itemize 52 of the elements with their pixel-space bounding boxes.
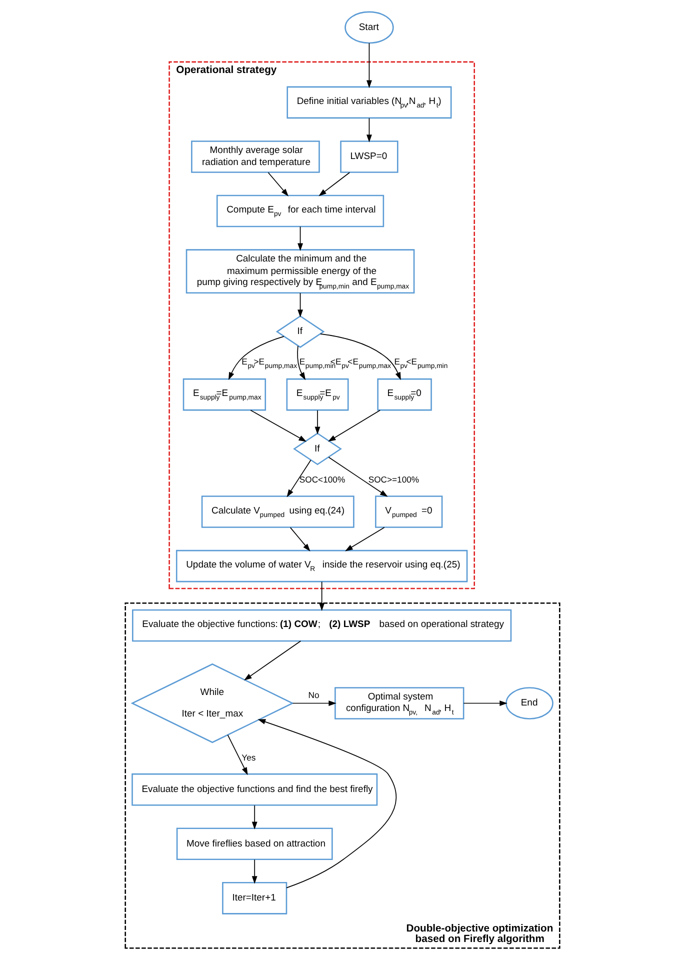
edge-label: SOC>=100% — [368, 474, 420, 484]
arrow — [298, 292, 303, 318]
node-box: Evaluate the objective functions and find the best firefly — [132, 773, 378, 806]
arrow — [328, 410, 380, 442]
node-box: Calculate the minimum and the maximum permissible energy of the pump giving respectively by E$_{pump,min}$ and E$_{pump,max}$ — [186, 249, 415, 294]
arrow — [292, 700, 336, 706]
node-box: V$_{pumped}$ =0 — [375, 496, 443, 528]
arrow — [366, 42, 372, 88]
arrow — [320, 333, 401, 380]
node-box: E$_{supply}$=E$_{pump,max}$ — [182, 378, 266, 411]
arrow — [252, 859, 258, 884]
arrow — [286, 460, 312, 498]
node-ellipse: Start — [344, 11, 394, 44]
node-diamond: If — [276, 315, 325, 348]
node-box: Move fireflies based on attraction — [176, 828, 333, 860]
node-diamond: While Iter < Iter_max — [130, 663, 294, 744]
edge-label: E$_{pv}$<E$_{pump,min}$ — [394, 356, 448, 370]
arrow — [258, 719, 397, 888]
node-box: Iter=Iter+1 — [222, 882, 288, 914]
arrow — [345, 526, 385, 552]
node-box: E$_{supply}$=0 — [377, 378, 432, 411]
arrow — [252, 804, 258, 830]
arrow — [268, 172, 289, 196]
node-box: Compute E$_{pv}$ for each time interval — [216, 194, 384, 228]
node-box: LWSP=0 — [340, 140, 398, 173]
node-ellipse: End — [506, 687, 554, 720]
edge-label: SOC<100% — [299, 474, 346, 484]
arrow — [244, 640, 302, 680]
arrow — [297, 345, 306, 380]
node-box: Update the volume of water V$_{R}$ inside the reservoir using eq.(25) — [176, 550, 468, 582]
node-box: Define initial variables (N$_{pv}$,N$_{ad}$, H$_{t}$) — [286, 86, 452, 119]
arrow — [290, 527, 310, 552]
edge-label: E$_{pump,min}$<E$_{pv}$<E$_{pump,max}$ — [299, 356, 391, 370]
node-diamond: If — [293, 432, 342, 466]
edge-label: No — [308, 690, 320, 700]
node-box: Monthly average solar radiation and temperature — [191, 140, 320, 173]
edge-label: E$_{pv}$>E$_{pump,max}$ — [242, 356, 298, 370]
arrow — [314, 410, 320, 435]
arrow — [366, 118, 372, 142]
arrow — [228, 336, 284, 380]
arrow — [250, 410, 307, 442]
node-box: Evaluate the objective functions: (1) COW; (2) LWSP based on operational strategy — [132, 609, 512, 642]
node-box: E$_{supply}$=E$_{pv}$ — [286, 378, 349, 411]
arrow — [463, 700, 508, 706]
arrow — [319, 581, 325, 611]
arrow — [328, 456, 388, 497]
node-box: Optimal system configuration N$_{pv,}$ N$_{ad}$, H$_{t}$ — [334, 687, 464, 720]
arrow — [318, 172, 350, 196]
arrow — [298, 226, 303, 252]
edge-label: Yes — [242, 752, 256, 762]
arrow — [227, 734, 248, 776]
node-box: Calculate V$_{pumped}$ using eq.(24) — [201, 496, 354, 528]
